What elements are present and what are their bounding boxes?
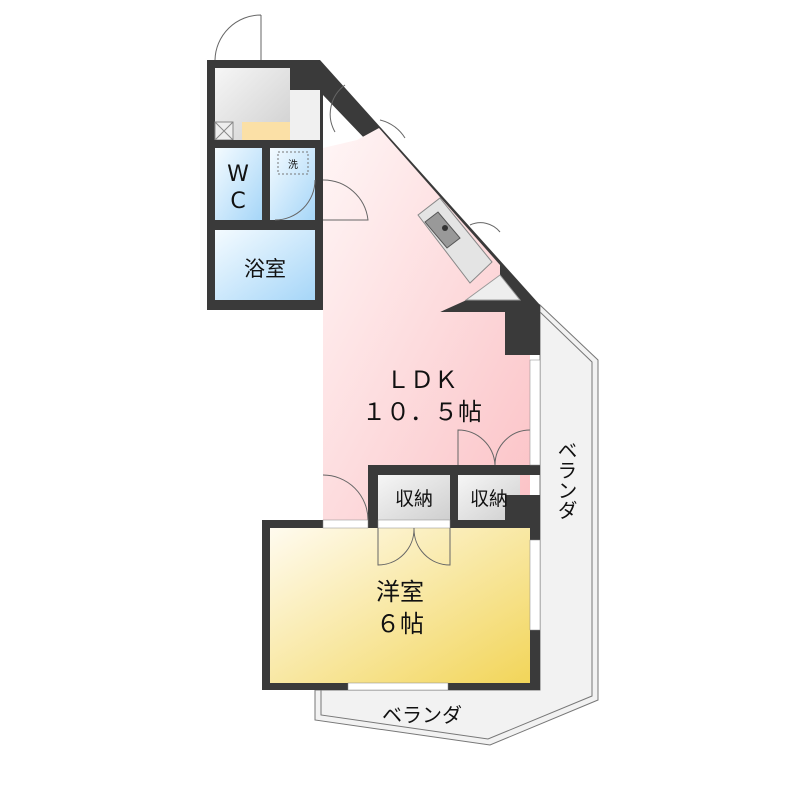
closet-door[interactable] [377, 527, 451, 566]
storage-door[interactable] [457, 429, 531, 466]
window [529, 539, 541, 631]
wc-label-c: C [230, 189, 245, 214]
bathroom [215, 230, 315, 300]
washer-space [277, 151, 309, 175]
step [242, 122, 290, 140]
bath-label: 浴室 [244, 257, 286, 281]
storage-2-label: 収納 [470, 488, 508, 510]
western-size: ６帖 [376, 610, 424, 638]
window [379, 119, 406, 139]
kitchen-sink-icon [417, 197, 493, 284]
entry-door[interactable] [214, 14, 262, 61]
window [529, 359, 541, 466]
storage-1-label: 収納 [395, 488, 433, 510]
ldk-label: ＬＤＫ [386, 366, 458, 394]
western-label: 洋室 [376, 578, 424, 606]
door[interactable] [329, 84, 346, 133]
window [347, 682, 449, 691]
western-door[interactable] [322, 474, 369, 521]
veranda-right-label: ベランダ [554, 440, 578, 520]
ldk-size: １０．５帖 [362, 398, 482, 426]
meter-box-icon [214, 121, 234, 141]
wc-label-w: W [227, 162, 249, 187]
washer-label: 洗 [288, 159, 298, 171]
ldk-floor [323, 128, 530, 520]
wc-room [215, 148, 262, 220]
veranda-bottom-label: ベランダ [382, 703, 462, 727]
washroom-door[interactable] [274, 179, 316, 221]
storage-1 [378, 475, 450, 520]
ldk-door[interactable] [322, 179, 369, 221]
western-room [270, 528, 530, 683]
